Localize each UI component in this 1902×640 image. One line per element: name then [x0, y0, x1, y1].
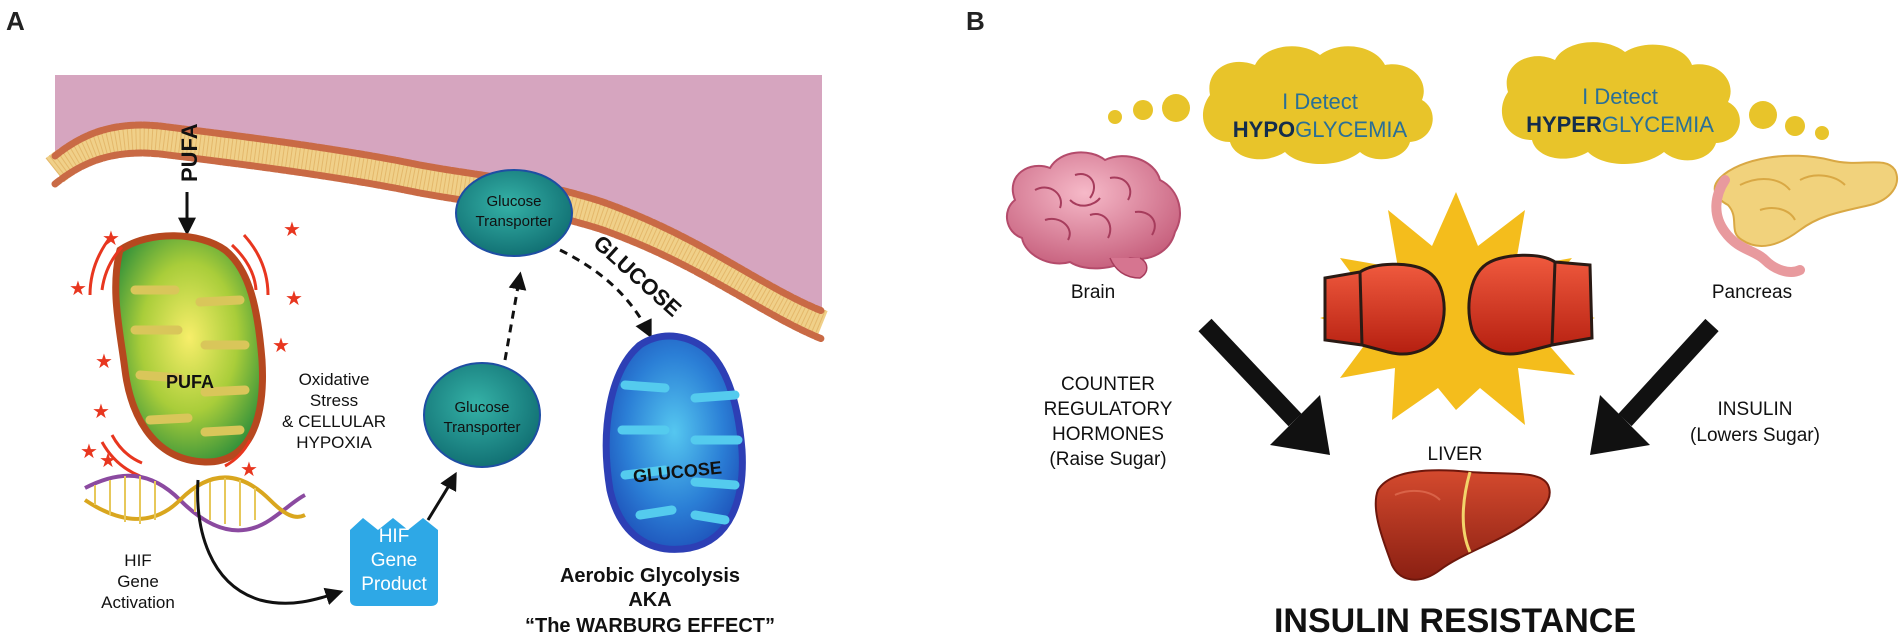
warburg-caption: Aerobic Glycolysis AKA “The WARBURG EFFE…: [525, 565, 775, 637]
stress-line: Stress: [310, 391, 358, 410]
warburg-line: AKA: [628, 589, 671, 611]
star-icon: ★: [95, 351, 113, 373]
cloud-right-line2: HYPERGLYCEMIA: [1526, 112, 1714, 137]
glucose-transporter-cytoplasm: Glucose Transporter: [423, 362, 541, 468]
cloud-left-rest: GLYCEMIA: [1295, 117, 1407, 142]
cell-membrane: [45, 75, 828, 343]
glucose-arrow: [559, 248, 652, 339]
star-icon: ★: [92, 401, 110, 423]
transporter-line: Transporter: [444, 419, 521, 436]
star-icon: ★: [285, 288, 303, 310]
pancreas-label: Pancreas: [1712, 282, 1792, 303]
pufa-entry: PUFA: [177, 123, 202, 236]
insulin-line: (Lowers Sugar): [1690, 425, 1820, 446]
thought-bubble-left: I Detect HYPOGLYCEMIA: [1108, 46, 1433, 164]
counter-line: COUNTER: [1061, 374, 1155, 395]
hif-activation-line: HIF: [124, 551, 151, 570]
star-icon: ★: [69, 278, 87, 300]
pancreas-icon: [1711, 154, 1898, 277]
star-icon: ★: [240, 459, 258, 481]
panel-b: B I Detect HYPOGLYCEMIA I Detect HYPERGL…: [966, 6, 1898, 640]
liver-label: LIVER: [1428, 444, 1483, 465]
right-glove-icon: [1467, 253, 1594, 356]
hif-activation-line: Gene: [117, 572, 159, 591]
insulin-text: INSULIN (Lowers Sugar): [1690, 399, 1820, 446]
transporter-line: Glucose: [454, 399, 509, 416]
product-arrow: [426, 471, 457, 521]
cloud-right-rest: GLYCEMIA: [1602, 112, 1714, 137]
oxidative-stress-text: Oxidative Stress & CELLULAR HYPOXIA: [282, 370, 386, 452]
hif-activation-arrow: [196, 479, 344, 605]
insulin-resistance-title: INSULIN RESISTANCE: [1274, 602, 1636, 640]
stress-line: Oxidative: [299, 370, 370, 389]
arrow-insulin-to-liver: [1590, 318, 1719, 455]
counter-line: REGULATORY: [1044, 399, 1173, 420]
pufa-top-label: PUFA: [177, 123, 202, 182]
star-icon: ★: [272, 335, 290, 357]
thought-bubble-right: I Detect HYPERGLYCEMIA: [1501, 42, 1829, 164]
stress-line: HYPOXIA: [296, 433, 372, 452]
arrow-counter-to-liver: [1198, 318, 1330, 455]
hif-gene-product: HIF Gene Product: [350, 518, 438, 606]
panel-b-label: B: [966, 6, 985, 36]
star-icon: ★: [80, 441, 98, 463]
warburg-line: “The WARBURG EFFECT”: [525, 615, 775, 637]
glucose-transporter-membrane: Glucose Transporter: [455, 169, 573, 257]
cloud-right-line1: I Detect: [1582, 84, 1658, 109]
hif-activation-line: Activation: [101, 593, 175, 612]
cloud-left-bold: HYPO: [1233, 117, 1295, 142]
star-icon: ★: [283, 219, 301, 241]
brain-icon: [1006, 151, 1181, 279]
hif-activation-text: HIF Gene Activation: [101, 551, 175, 612]
hif-product-line: Product: [361, 574, 427, 595]
brain-label: Brain: [1071, 282, 1115, 303]
transporter-line: Transporter: [476, 213, 553, 230]
panel-a: A PUFA ★ ★ ★ ★ ★ ★ ★ ★ ★ ★ ★ ★: [6, 6, 828, 637]
counter-line: HORMONES: [1052, 424, 1164, 445]
warburg-line: Aerobic Glycolysis: [560, 565, 740, 587]
translocation-arrow: [503, 271, 527, 361]
hif-product-line: Gene: [371, 550, 417, 571]
mito-pufa-label: PUFA: [166, 372, 214, 392]
mitochondrion-pufa: PUFA: [88, 232, 270, 478]
cloud-left-line2: HYPOGLYCEMIA: [1233, 117, 1408, 142]
stress-line: & CELLULAR: [282, 412, 386, 431]
hif-product-line: HIF: [379, 526, 410, 547]
cloud-left-line1: I Detect: [1282, 89, 1358, 114]
liver-icon: [1374, 469, 1551, 581]
transporter-line: Glucose: [486, 193, 541, 210]
counter-line: (Raise Sugar): [1049, 449, 1166, 470]
insulin-line: INSULIN: [1718, 399, 1793, 420]
cloud-right-bold: HYPER: [1526, 112, 1602, 137]
counter-regulatory-text: COUNTER REGULATORY HORMONES (Raise Sugar…: [1044, 374, 1173, 470]
conflict-burst: [1320, 192, 1595, 425]
left-glove-icon: [1323, 262, 1446, 356]
panel-a-label: A: [6, 6, 25, 36]
mitochondrion-glucose: GLUCOSE: [602, 332, 746, 553]
dna-helix-icon: [83, 473, 306, 533]
